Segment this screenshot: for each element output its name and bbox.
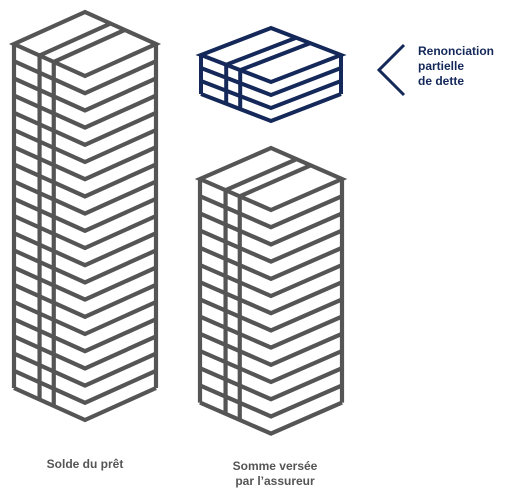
forgiveness-stack-top-face [195,25,347,85]
insurer-payment-stack [194,145,348,436]
insurer-paid-label: Somme versée par l’assureur [205,459,345,489]
insurer-paid-label-line2: par l’assureur [235,474,315,488]
loan-balance-label: Solde du prêt [20,457,150,472]
debt-forgiveness-label-line1: Renonciation [418,44,495,58]
insurer-stack-band-line-2 [238,163,312,199]
insurer-stack-top-face [194,145,348,213]
loan-stack-top-face [8,9,162,79]
insurer-paid-label-line1: Somme versée [232,459,318,473]
forgiveness-stack-band-line-1 [225,35,297,67]
loan-balance-stack [8,9,162,423]
chevron-left-icon [376,43,406,97]
loan-stack-band-line-1 [38,21,112,58]
insurer-stack-band-line-1 [224,157,298,193]
loan-balance-label-text: Solde du prêt [46,457,124,471]
debt-forgiveness-stack [195,25,347,124]
debt-forgiveness-label-line2: partielle [418,59,465,73]
debt-forgiveness-label-line3: de dette [418,74,465,88]
loan-stack-band-line-2 [52,28,126,64]
forgiveness-stack-band-line-2 [239,41,311,72]
debt-forgiveness-label: Renonciation partielle de dette [418,44,512,89]
